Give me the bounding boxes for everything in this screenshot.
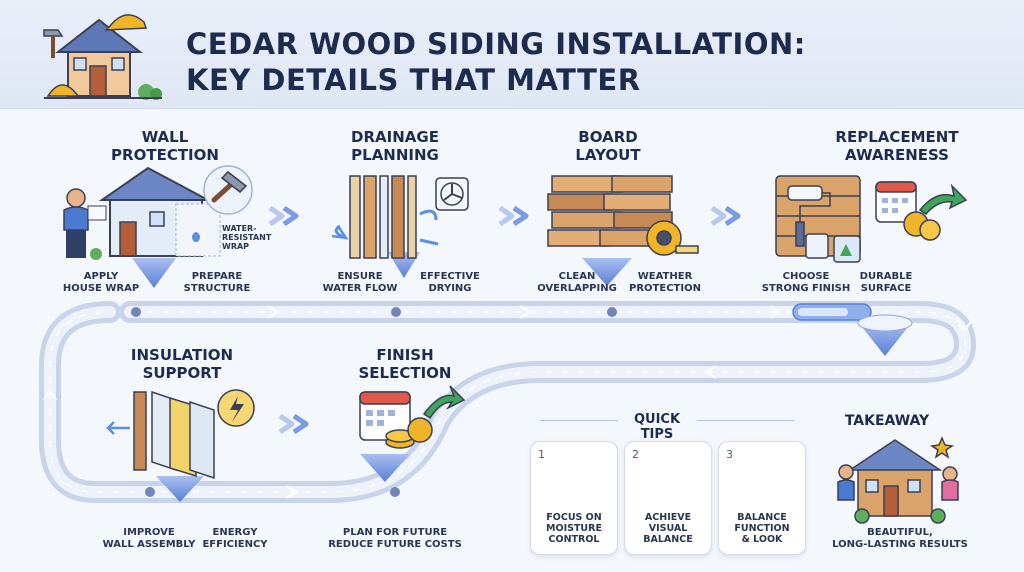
title-line-1: CEDAR WOOD SIDING INSTALLATION: [186, 27, 806, 61]
quick-tips-rule-left [540, 420, 618, 421]
finish-roller-icon [775, 175, 968, 263]
page-title: CEDAR WOOD SIDING INSTALLATION: KEY DETA… [186, 26, 806, 98]
header-banner [0, 0, 1024, 109]
happy-home-icon [837, 436, 959, 524]
board-layout-icon [547, 175, 699, 256]
title-line-2: KEY DETAILS THAT MATTER [186, 63, 641, 97]
chevron-arrows [268, 205, 741, 435]
step-pins [132, 252, 913, 502]
calendar-savings-icon [359, 385, 466, 449]
tip-number: 3 [726, 448, 733, 461]
path-dots [131, 307, 617, 497]
insulation-layers-icon [106, 389, 255, 480]
tip-number: 1 [538, 448, 545, 461]
path-arrows [43, 305, 973, 499]
house-wrap-icon [63, 165, 253, 260]
tip-number: 2 [632, 448, 639, 461]
step-heading-wall-protection: WALL PROTECTION [111, 128, 219, 164]
takeaway-heading: TAKEAWAY [844, 413, 930, 429]
water-resistant-wrap-label: WATER- RESISTANT WRAP [222, 224, 272, 251]
takeaway-caption: BEAUTIFUL,LONG-LASTING RESULTS [832, 527, 968, 550]
drainage-wall-icon [331, 175, 469, 259]
quick-tips-rule-right [697, 420, 795, 421]
quick-tips-title: QUICK TIPS [633, 412, 681, 442]
house-logo-icon [43, 14, 162, 100]
